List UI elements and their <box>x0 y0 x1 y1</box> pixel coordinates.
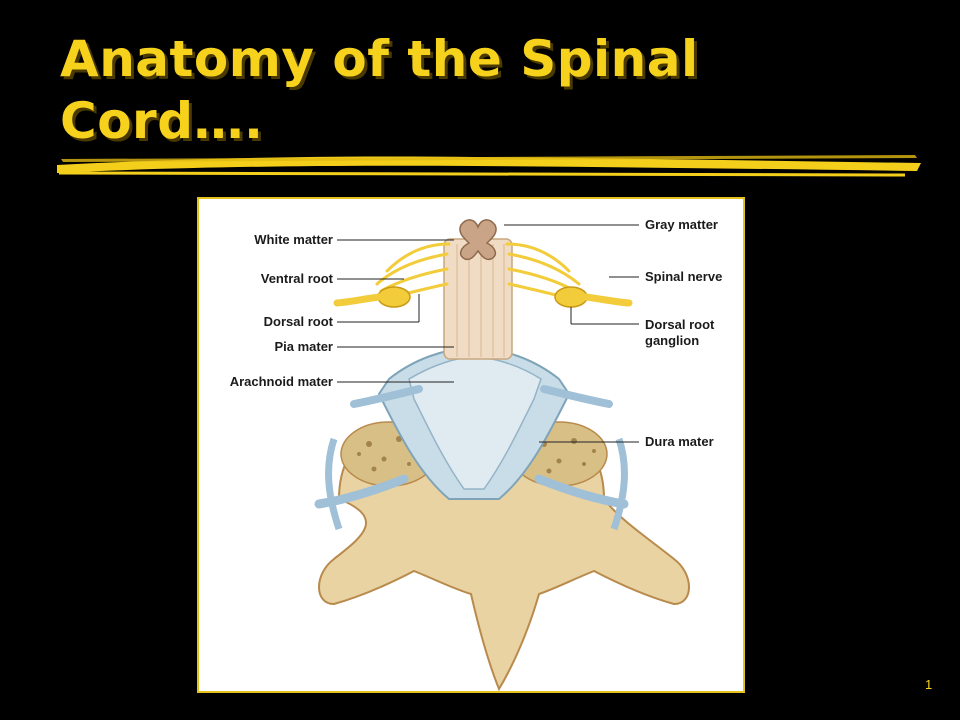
label-arachnoid-mater: Arachnoid mater <box>229 374 333 389</box>
spinal-nerve-right-lower <box>534 474 629 509</box>
spinal-cord <box>443 238 513 360</box>
spinal-nerve-left-upper <box>350 385 423 408</box>
label-dorsal-root-ganglion-1: Dorsal root <box>645 317 715 332</box>
label-pia-mater: Pia mater <box>274 339 333 354</box>
label-dura-mater: Dura mater <box>645 434 714 449</box>
page-number: 1 <box>925 677 933 692</box>
dorsal-root-ganglion-left <box>377 286 411 308</box>
spinal-nerve-right-upper <box>540 385 613 408</box>
spinal-cord-diagram: White matter Ventral root Dorsal root Pi… <box>197 197 745 693</box>
spinal-cord-illustration <box>314 219 690 691</box>
spinal-nerve-right <box>582 293 633 307</box>
dorsal-root-ganglion-right <box>554 286 588 308</box>
label-dorsal-root: Dorsal root <box>263 314 333 329</box>
spinal-nerve-left-lower <box>314 474 409 509</box>
spinal-nerve-left <box>333 293 383 307</box>
label-gray-matter: Gray matter <box>645 217 718 232</box>
gray-matter <box>459 219 497 261</box>
title-underline <box>57 155 921 177</box>
label-spinal-nerve: Spinal nerve <box>645 269 723 284</box>
slide-title: Anatomy of the Spinal Cord…. <box>60 30 699 150</box>
label-white-matter: White matter <box>254 232 333 247</box>
label-ventral-root: Ventral root <box>260 271 333 286</box>
label-dorsal-root-ganglion-2: ganglion <box>645 333 700 348</box>
